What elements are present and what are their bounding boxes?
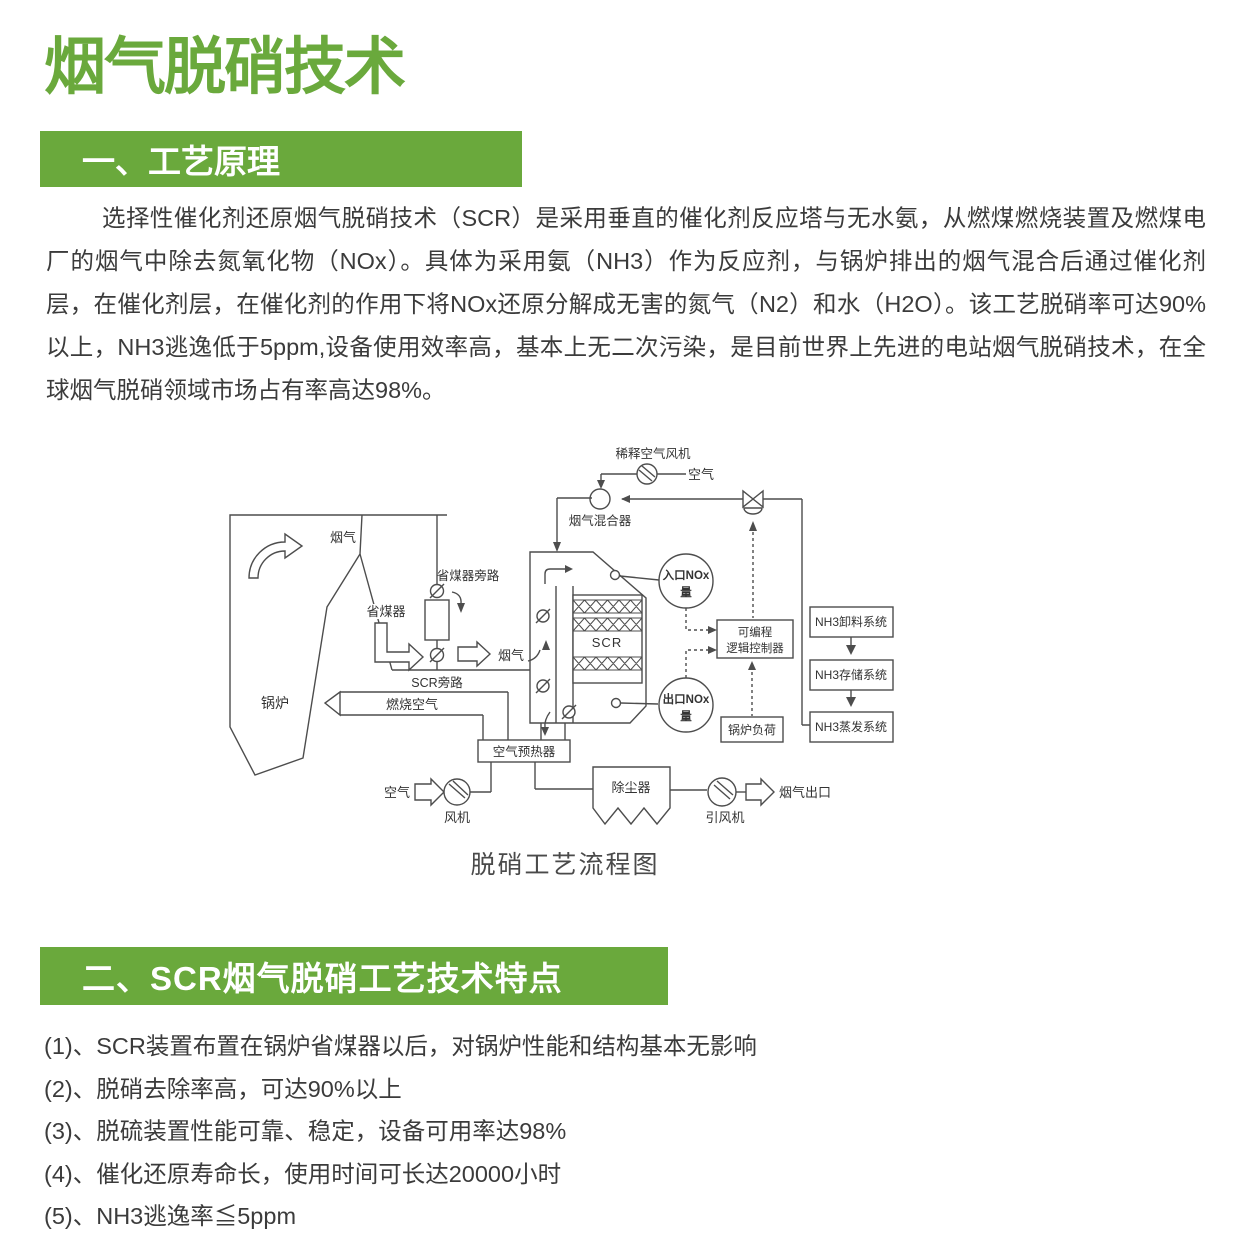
diagram-caption: 脱硝工艺流程图 — [470, 851, 660, 879]
process-flow-diagram: 稀释空气风机 空气 烟气混合器 烟气 省煤器旁路 省煤器 锅炉 SCR旁路 烟气… — [225, 440, 905, 860]
fan-label: 风机 — [444, 810, 470, 825]
air-preheater-label: 空气预热器 — [493, 744, 556, 759]
valve-icon — [751, 489, 764, 509]
scr-reactor-label: SCR — [592, 635, 622, 650]
flue-gas-mixer-label: 烟气混合器 — [569, 513, 632, 528]
economizer-flow-arrow-icon — [374, 622, 425, 672]
nox-outlet-gauge — [658, 646, 717, 733]
plc-label2: 逻辑控制器 — [726, 641, 784, 655]
scr-bypass-label: SCR旁路 — [411, 675, 463, 690]
scr-reactor-vessel — [529, 551, 660, 740]
inlet-sample-port-icon — [609, 569, 621, 581]
dilution-air-fan-label: 稀释空气风机 — [615, 446, 691, 461]
valve-icon — [742, 489, 755, 509]
outlet-nox-label: 出口NOx — [663, 692, 710, 706]
economizer-bypass-label: 省煤器旁路 — [437, 568, 500, 583]
list-item: (1)、SCR装置布置在锅炉省煤器以后，对锅炉性能和结构基本无影响 — [44, 1033, 757, 1059]
air-bottom-label: 空气 — [384, 785, 410, 800]
air-preheater-box — [477, 739, 571, 763]
flue-gas-outlet-arrow-icon — [745, 777, 775, 807]
section2-heading: 二、SCR烟气脱硝工艺技术特点 — [82, 960, 563, 997]
inlet-nox-label2: 量 — [680, 585, 692, 599]
section1-banner: 一、工艺原理 — [40, 131, 522, 187]
flue-gas-outlet-label: 烟气出口 — [779, 785, 831, 800]
list-item: (5)、NH3逃逸率≦5ppm — [44, 1203, 297, 1230]
page-title: 烟气脱硝技术 — [44, 33, 406, 102]
combustion-air-duct — [323, 690, 509, 740]
dust-collector-label: 除尘器 — [611, 780, 650, 795]
economizer-label: 省煤器 — [366, 604, 405, 619]
flue-gas-arrow-icon — [457, 640, 492, 668]
fan-icon — [636, 463, 658, 485]
combustion-air-label: 燃烧空气 — [386, 697, 438, 712]
nh3-storage-label: NH3存储系统 — [815, 667, 887, 682]
combustion-air-arrow-icon — [323, 690, 341, 717]
nh3-system-chain — [809, 606, 894, 743]
nox-inlet-gauge — [658, 553, 717, 634]
boiler-flue-gas-label: 烟气 — [330, 530, 356, 545]
flue-gas-duct-label: 烟气 — [498, 648, 524, 663]
air-inlet-arrow-icon — [414, 777, 445, 807]
plc-label: 可编程 — [738, 625, 773, 639]
scr-catalyst-box — [572, 594, 643, 684]
boiler-load-label: 锅炉负荷 — [728, 722, 776, 737]
dust-collector-box — [592, 766, 671, 826]
nh3-evaporation-label: NH3蒸发系统 — [815, 719, 887, 734]
dilution-air-assembly — [553, 463, 810, 726]
outlet-nox-label2: 量 — [680, 709, 692, 723]
economizer-bypass-duct — [424, 515, 465, 670]
nh3-evaporation-box — [809, 711, 894, 743]
fan-icon — [443, 778, 471, 806]
plc-box — [716, 619, 794, 659]
section2-banner: 二、SCR烟气脱硝工艺技术特点 — [40, 947, 668, 1005]
boiler-load-box — [720, 716, 784, 743]
catalyst-layer-hatch — [572, 599, 643, 671]
boiler-circulation-arrow-icon — [248, 532, 304, 579]
flue-gas-mixer-icon — [589, 488, 611, 510]
feature-list: (1)、SCR装置布置在锅炉省煤器以后，对锅炉性能和结构基本无影响 (2)、脱硝… — [44, 1025, 757, 1238]
bottom-flue-path — [414, 762, 775, 826]
nh3-unloading-label: NH3卸料系统 — [815, 614, 887, 629]
air-top-label: 空气 — [688, 467, 714, 482]
boiler-label: 锅炉 — [261, 695, 289, 711]
section1-paragraph: 选择性催化剂还原烟气脱硝技术（SCR）是采用垂直的催化剂反应塔与无水氨，从燃煤燃… — [46, 205, 1206, 403]
list-item: (3)、脱硫装置性能可靠、稳定，设备可用率达98% — [44, 1118, 567, 1145]
induced-draft-fan-label: 引风机 — [705, 810, 744, 825]
section1-heading: 一、工艺原理 — [82, 143, 280, 180]
inlet-nox-label: 入口NOx — [663, 569, 710, 582]
list-item: (2)、脱硝去除率高，可达90%以上 — [44, 1075, 402, 1102]
outlet-sample-port-icon — [610, 697, 622, 709]
list-item: (4)、催化还原寿命长，使用时间可长达20000小时 — [44, 1160, 562, 1187]
